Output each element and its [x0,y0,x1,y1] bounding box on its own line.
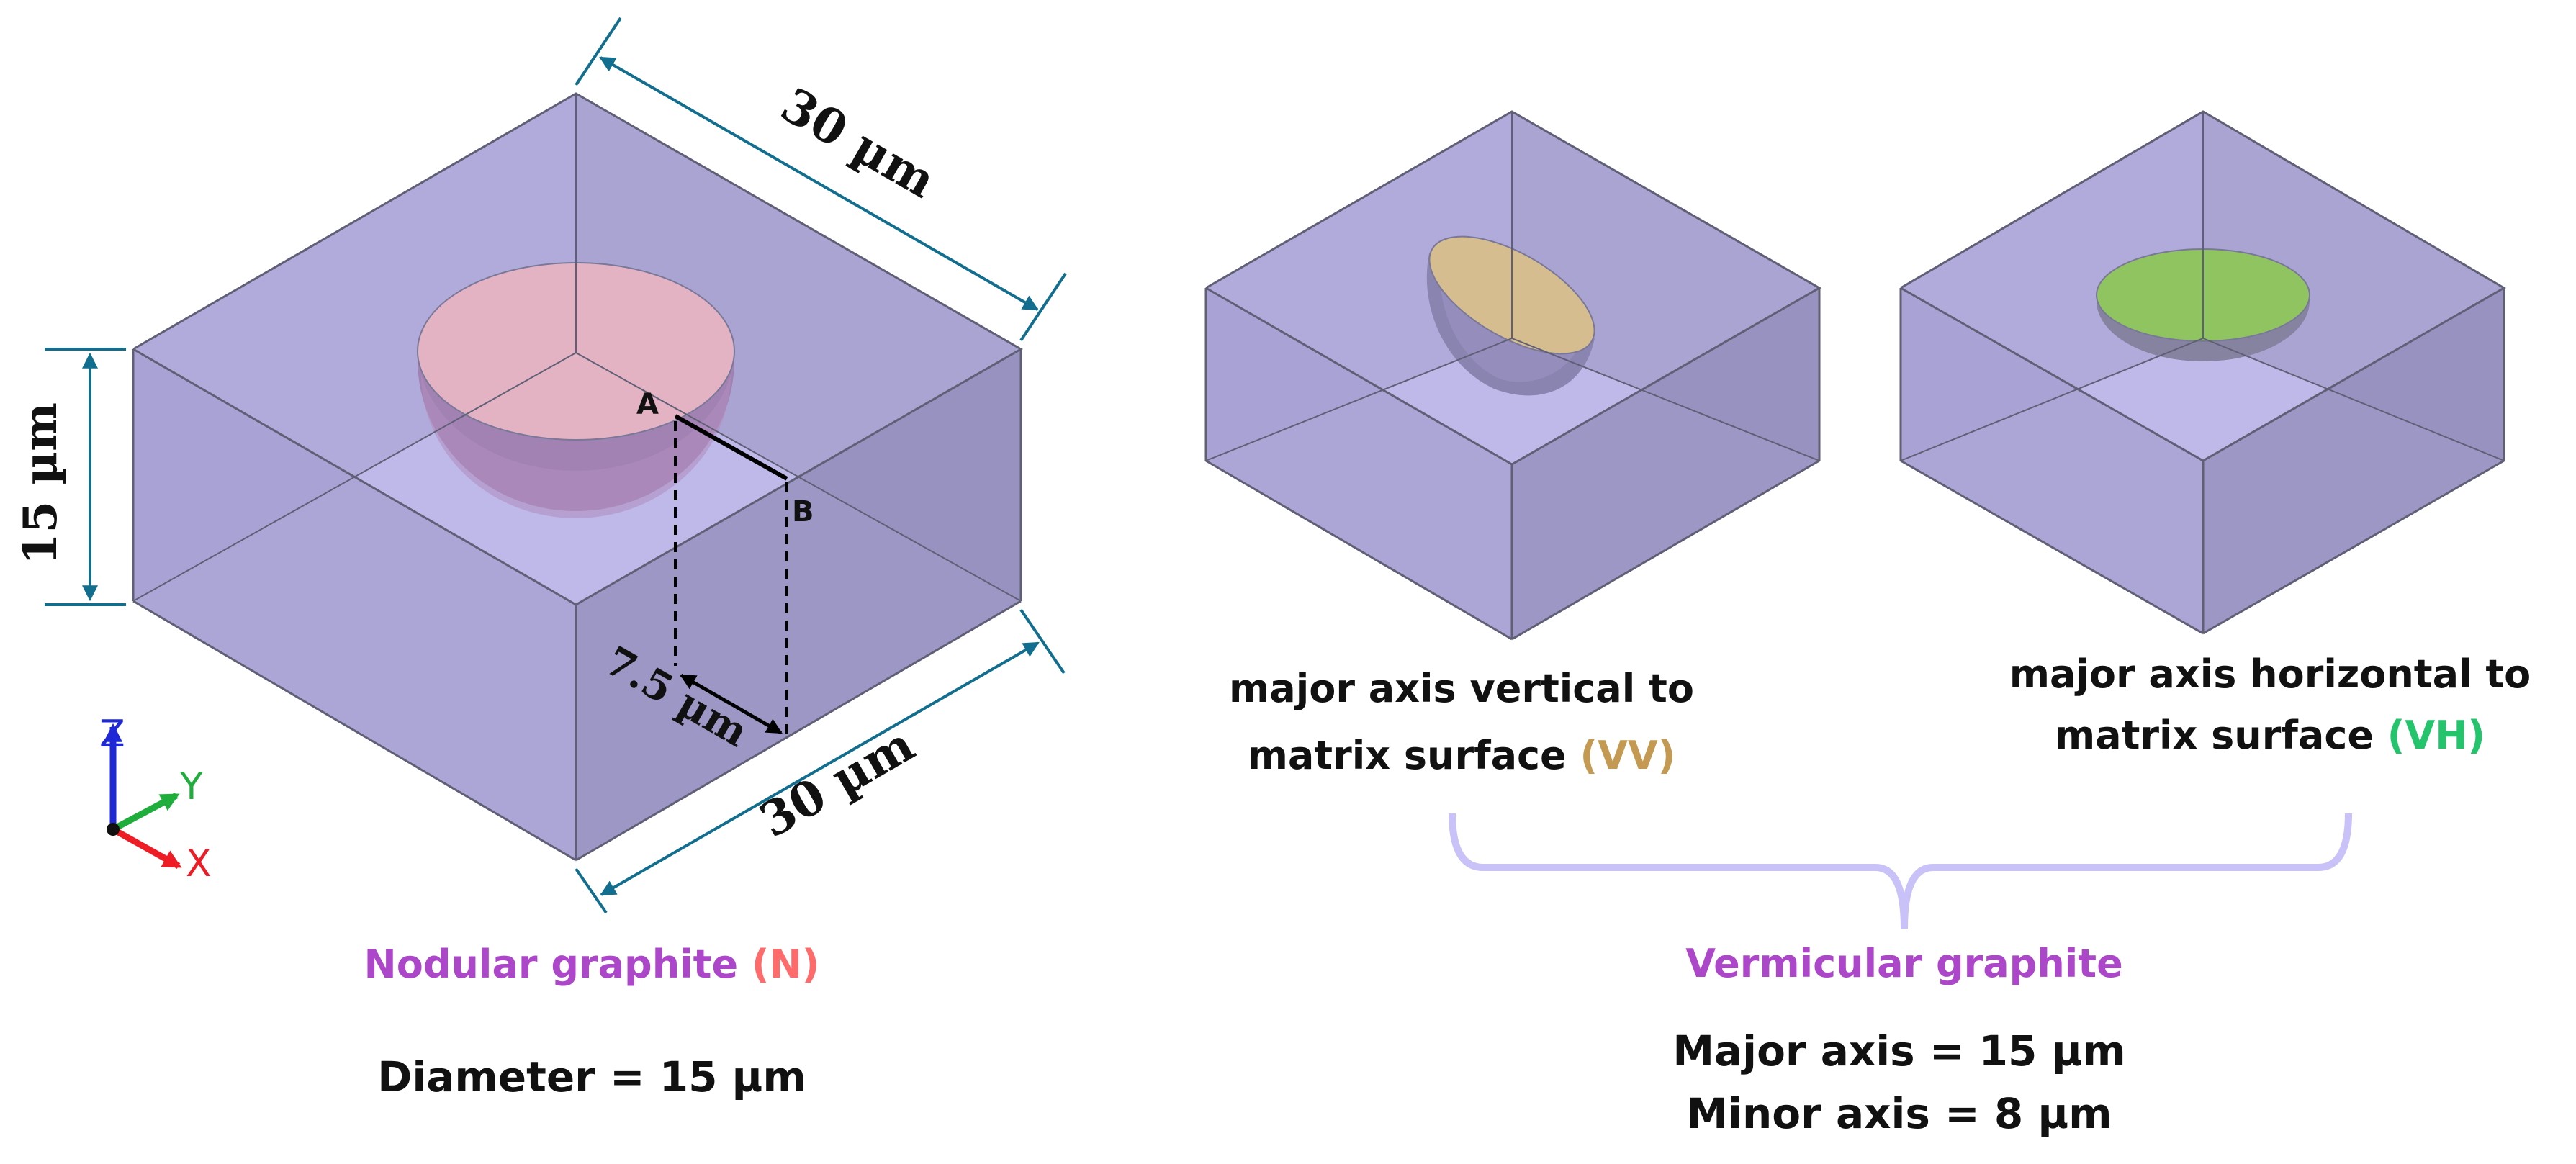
nodular-model: A B 7.5 µm 30 µm 30 µm 15 µm [14,17,1067,1101]
dim-top [575,17,1067,342]
dim-height [45,348,126,606]
box-front-left-face [133,349,576,860]
nodular-caption: Nodular graphite (N) [364,942,820,987]
xyz-axes-triad-icon [104,723,182,869]
vh-model: major axis horizontal to matrix surface … [1899,110,2531,758]
vh-label-line2: matrix surface (VH) [2055,713,2485,758]
nodular-diameter: Diameter = 15 µm [377,1052,806,1101]
point-b-label: B [792,495,814,528]
vermicular-caption: Vermicular graphite [1685,941,2122,986]
vv-label-line2: matrix surface (VV) [1248,733,1676,778]
grouping-brace [1449,813,2352,929]
dim-height-label: 15 µm [14,402,68,565]
vh-label-line1: major axis horizontal to [2009,651,2531,697]
axis-z-label: Z [99,713,125,756]
axis-y-label: Y [179,765,203,808]
vv-model: major axis vertical to matrix surface (V… [1204,110,1822,778]
vv-label-line1: major axis vertical to [1229,666,1694,711]
dim-top-label: 30 µm [772,76,945,209]
major-axis-text: Major axis = 15 µm [1672,1027,2125,1075]
axis-x-label: X [186,842,212,885]
point-a-label: A [636,388,659,421]
segment-a-b [674,414,788,481]
minor-axis-text: Minor axis = 8 µm [1686,1089,2112,1138]
vh-inclusion-shell [2097,295,2310,361]
dim-front [575,608,1066,914]
